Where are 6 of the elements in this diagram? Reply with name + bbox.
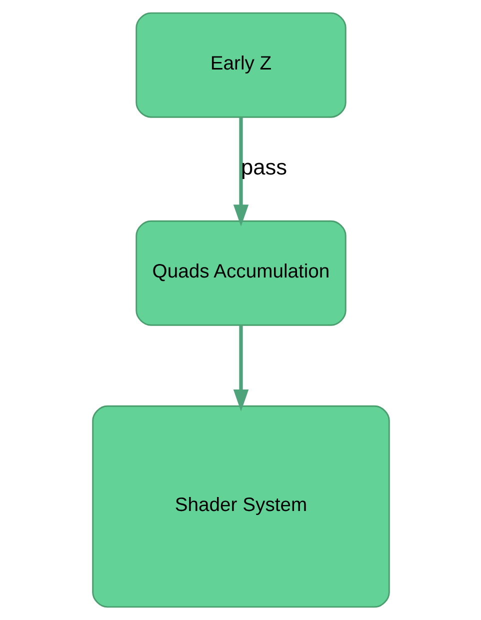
node-box: Early Z bbox=[135, 12, 346, 118]
arrow bbox=[232, 117, 248, 226]
arrow bbox=[232, 326, 248, 412]
node-box: Quads Accumulation bbox=[135, 220, 346, 326]
node-box: Shader System bbox=[92, 405, 390, 608]
edge-label: pass bbox=[240, 154, 286, 180]
